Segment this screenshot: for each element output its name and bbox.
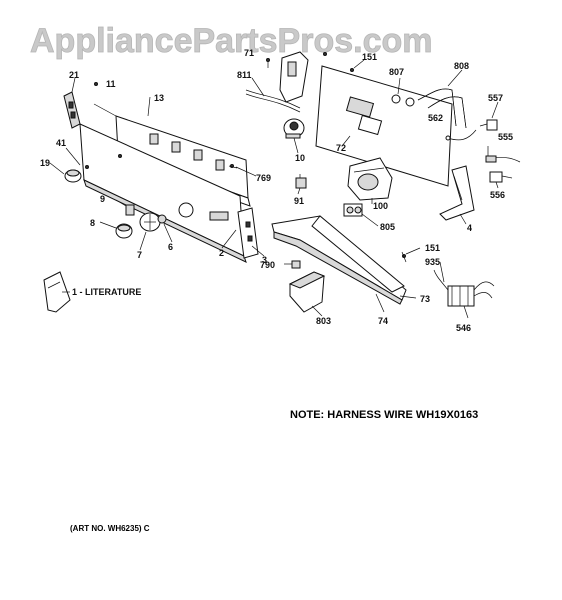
part-1-literature bbox=[43, 271, 71, 313]
callout-21: 21 bbox=[69, 70, 79, 80]
callout-91: 91 bbox=[294, 196, 304, 206]
callout-10: 10 bbox=[295, 153, 305, 163]
part-8-knob bbox=[115, 223, 133, 239]
callout-2: 2 bbox=[219, 248, 224, 258]
part-557-switch bbox=[479, 119, 498, 131]
callout-100: 100 bbox=[373, 201, 388, 211]
callout-803: 803 bbox=[316, 316, 331, 326]
part-7-timer-knob bbox=[139, 212, 161, 232]
callout-769: 769 bbox=[256, 173, 271, 183]
part-bracket-top bbox=[279, 51, 327, 103]
callout-72: 72 bbox=[336, 143, 346, 153]
part-769-screw bbox=[228, 164, 238, 169]
part-811-wire bbox=[245, 89, 301, 113]
callout-19: 19 bbox=[40, 158, 50, 168]
callout-7: 7 bbox=[137, 250, 142, 260]
part-6-dial-spring bbox=[157, 214, 167, 224]
callout-9: 9 bbox=[100, 194, 105, 204]
part-790-clip bbox=[291, 260, 301, 269]
part-9-clip bbox=[125, 204, 135, 216]
watermark-text: AppliancePartsPros.com bbox=[30, 22, 432, 60]
part-71-screw bbox=[266, 58, 270, 68]
callout-151-top: 151 bbox=[362, 52, 377, 62]
callout-808: 808 bbox=[454, 61, 469, 71]
part-555-sensor bbox=[485, 155, 521, 163]
part-562-wire bbox=[445, 129, 477, 141]
part-72-backsplash bbox=[315, 65, 453, 187]
part-100-module bbox=[347, 157, 393, 201]
part-4-bracket bbox=[439, 165, 475, 221]
callout-71: 71 bbox=[244, 48, 254, 58]
callout-8: 8 bbox=[90, 218, 95, 228]
part-73-top-cover bbox=[311, 215, 405, 293]
callout-151-lower: 151 bbox=[425, 243, 440, 253]
leader-lines bbox=[49, 59, 499, 319]
literature-label: 1 - LITERATURE bbox=[72, 287, 141, 297]
part-3-end-cap bbox=[237, 207, 259, 259]
callout-556: 556 bbox=[490, 190, 505, 200]
callout-935: 935 bbox=[425, 257, 440, 267]
callout-41: 41 bbox=[56, 138, 66, 148]
callout-11: 11 bbox=[106, 79, 116, 89]
callout-562: 562 bbox=[428, 113, 443, 123]
callout-73: 73 bbox=[420, 294, 430, 304]
callout-557: 557 bbox=[488, 93, 503, 103]
part-807-connectors bbox=[391, 94, 415, 107]
part-19-knob bbox=[64, 165, 89, 183]
harness-note: NOTE: HARNESS WIRE WH19X0163 bbox=[290, 409, 478, 421]
part-10-pressure-switch bbox=[283, 118, 305, 139]
callout-807: 807 bbox=[389, 67, 404, 77]
screw-11-icon bbox=[94, 82, 98, 86]
callout-805: 805 bbox=[380, 222, 395, 232]
callout-4: 4 bbox=[467, 223, 472, 233]
part-808-inlet-hoses bbox=[417, 88, 467, 129]
part-91-valve bbox=[295, 174, 307, 189]
callout-811: 811 bbox=[237, 70, 252, 80]
part-21-bracket bbox=[63, 91, 81, 129]
callout-3: 3 bbox=[262, 255, 267, 265]
part-935-546-harness bbox=[433, 269, 495, 307]
callout-555: 555 bbox=[498, 132, 513, 142]
callout-6: 6 bbox=[168, 242, 173, 252]
callout-546: 546 bbox=[456, 323, 471, 333]
callout-labels: 71 811 151 807 808 557 562 555 556 21 11… bbox=[40, 48, 513, 333]
art-number: (ART NO. WH6235) C bbox=[70, 524, 150, 533]
callout-790: 790 bbox=[260, 260, 275, 270]
part-151-screw-lower bbox=[401, 251, 407, 263]
part-803-dispenser-drawer bbox=[288, 271, 326, 313]
callout-74: 74 bbox=[378, 316, 388, 326]
part-805-valve bbox=[343, 203, 363, 217]
callout-13: 13 bbox=[154, 93, 164, 103]
part-556-switch bbox=[489, 171, 513, 183]
